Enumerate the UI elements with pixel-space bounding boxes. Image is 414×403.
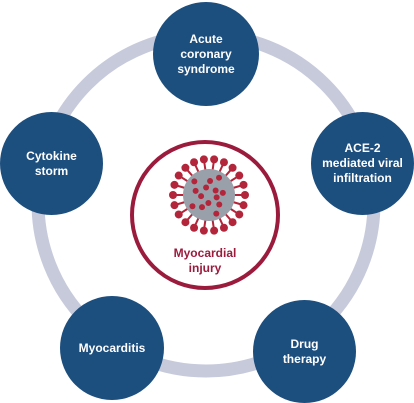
coronavirus-icon xyxy=(169,155,249,235)
node-myocarditis: Myocarditis xyxy=(60,296,164,400)
node-label: ACE-2 mediated viral infiltration xyxy=(322,141,403,185)
node-drug-therapy: Drug therapy xyxy=(253,300,356,403)
node-label: Drug therapy xyxy=(282,336,327,366)
center-label: Myocardial injury xyxy=(173,246,237,275)
node-cytokine-storm: Cytokine storm xyxy=(0,112,103,215)
node-label: Acute coronary syndrome xyxy=(177,31,235,76)
node-label: Cytokine storm xyxy=(26,148,77,178)
node-label: Myocarditis xyxy=(78,340,146,355)
node-ace2-viral-infiltration: ACE-2 mediated viral infiltration xyxy=(311,112,414,215)
node-acute-coronary-syndrome: Acute coronary syndrome xyxy=(153,2,259,106)
